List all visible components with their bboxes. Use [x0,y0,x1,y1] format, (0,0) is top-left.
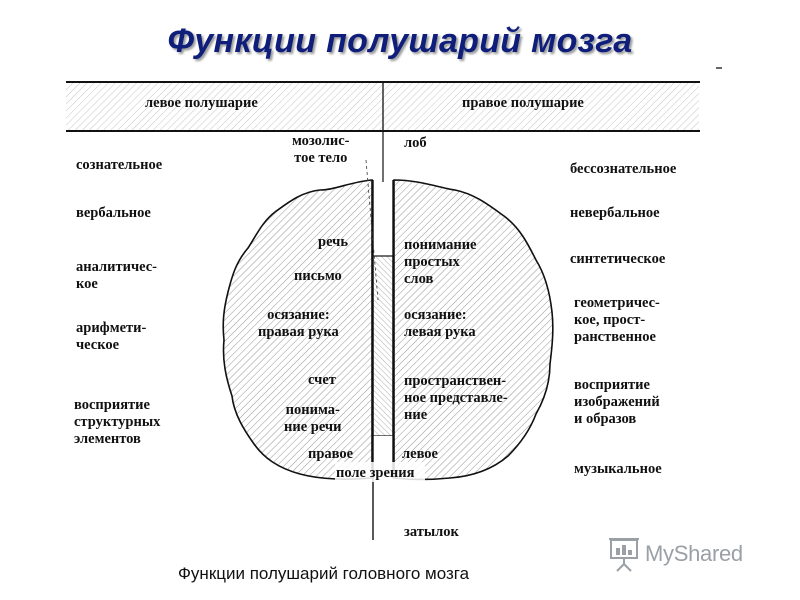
brain-left-label: правое [308,446,354,462]
right-function: геометричес- кое, прост- ранственное [574,295,660,345]
presentation-icon [609,538,639,572]
left-function: сознательное [76,157,163,173]
page-title: Функции полушарий мозга [167,22,633,60]
left-function: аналитичес- кое [76,259,158,292]
brain-left-label: понима- ние речи [284,402,342,435]
brain-left-label: письмо [294,268,342,284]
field-of-view-band [335,462,425,482]
brain-right-label: пространствен- ное представле- ние [404,373,508,423]
label-corpus-callosum: мозолис- тое тело [292,133,350,166]
right-function: бессознательное [570,161,677,177]
watermark-text: MyShared [645,541,743,566]
right-function: восприятие изображений и образов [574,377,660,427]
left-function: вербальное [76,205,151,221]
brain-right-label: понимание простых слов [404,237,477,287]
left-hemisphere [222,179,373,480]
left-function: восприятие структурных элементов [74,397,161,447]
header-band [66,81,700,132]
label-field-of-view: поле зрения [336,465,415,481]
label-occiput: затылок [404,524,459,540]
myshared-logo [609,538,639,572]
right-function: синтетическое [570,251,666,267]
right-hemisphere [393,179,554,481]
brain-right-label: левое [402,446,438,462]
brain-right-label: осязание: левая рука [404,307,476,340]
left-function: арифмети- ческое [76,320,147,353]
header-right-hemisphere: правое полушарие [462,95,584,111]
right-function: невербальное [570,205,660,221]
label-forehead: лоб [404,135,427,151]
header-left-hemisphere: левое полушарие [145,95,258,111]
right-function: музыкальное [574,461,662,477]
brain-left-label: счет [308,372,336,388]
figure-caption: Функции полушарий головного мозга [178,564,470,583]
brain-left-label: осязание: правая рука [258,307,339,340]
brain-left-label: речь [318,234,348,250]
